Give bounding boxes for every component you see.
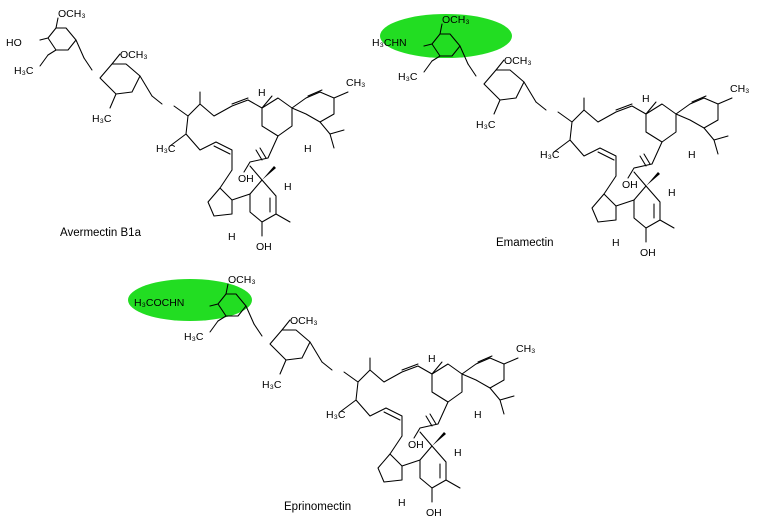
hydroxyl-label-a: OH bbox=[238, 173, 254, 185]
hydroxyl-label-b: OH bbox=[426, 507, 442, 519]
methyl-label-a: H₃C bbox=[184, 331, 204, 343]
methyl-label-left: H₃C bbox=[326, 409, 346, 421]
hydrogen-label-c: H bbox=[668, 187, 676, 199]
sugar-terminal-label: HO bbox=[6, 37, 22, 49]
hydrogen-label-a: H bbox=[642, 93, 650, 105]
methyl-label-left: H₃C bbox=[540, 149, 560, 161]
hydroxyl-label-b: OH bbox=[640, 247, 656, 259]
methoxy-label-top: OCH₃ bbox=[58, 8, 86, 20]
methoxy-label-mid: OCH₃ bbox=[504, 55, 532, 67]
hydroxyl-label-b: OH bbox=[256, 241, 272, 253]
methoxy-label-mid: OCH₃ bbox=[290, 315, 318, 327]
hydrogen-label-a: H bbox=[428, 353, 436, 365]
methyl-label-ring: CH₃ bbox=[516, 343, 535, 355]
caption-avermectin: Avermectin B1a bbox=[60, 227, 142, 239]
molecule-avermectin: HO OCH₃ H₃C OCH₃ H₃C CH₃ H H H₃C OH H H … bbox=[6, 8, 365, 253]
hydrogen-label-c: H bbox=[454, 447, 462, 459]
methyl-label-b: H₃C bbox=[262, 379, 282, 391]
hydroxyl-label-a: OH bbox=[408, 439, 424, 451]
methyl-label-ring: CH₃ bbox=[346, 77, 365, 89]
methoxy-label-top: OCH₃ bbox=[228, 274, 256, 286]
caption-emamectin: Emamectin bbox=[496, 237, 554, 249]
sugar-terminal-label: H₃CHN bbox=[372, 37, 407, 49]
methyl-label-b: H₃C bbox=[476, 119, 496, 131]
hydrogen-label-d: H bbox=[612, 237, 620, 249]
sugar-terminal-label: H₃COCHN bbox=[134, 297, 184, 309]
methyl-label-ring: CH₃ bbox=[730, 83, 749, 95]
methyl-label-left: H₃C bbox=[156, 143, 176, 155]
hydroxyl-label-a: OH bbox=[622, 179, 638, 191]
methyl-label-b: H₃C bbox=[92, 113, 112, 125]
methyl-label-a: H₃C bbox=[398, 71, 418, 83]
methoxy-label-top: OCH₃ bbox=[442, 14, 470, 26]
caption-eprinomectin: Eprinomectin bbox=[284, 501, 351, 513]
methoxy-label-mid: OCH₃ bbox=[120, 49, 148, 61]
highlight-ellipse bbox=[380, 14, 512, 58]
molecule-emamectin: H₃CHN OCH₃ H₃C OCH₃ H₃C CH₃ H H H₃C OH H… bbox=[372, 14, 749, 259]
hydrogen-label-b: H bbox=[474, 409, 482, 421]
emamectin-skeleton bbox=[423, 23, 733, 243]
hydrogen-label-b: H bbox=[304, 143, 312, 155]
methyl-label-a: H₃C bbox=[14, 65, 34, 77]
molecule-eprinomectin: H₃COCHN OCH₃ H₃C OCH₃ H₃C CH₃ H H H₃C OH… bbox=[128, 274, 535, 519]
highlight-ellipse bbox=[128, 279, 252, 321]
hydrogen-label-d: H bbox=[398, 497, 406, 509]
hydrogen-label-d: H bbox=[228, 231, 236, 243]
hydrogen-label-a: H bbox=[258, 87, 266, 99]
avermectin-skeleton bbox=[39, 17, 349, 237]
hydrogen-label-b: H bbox=[688, 149, 696, 161]
hydrogen-label-c: H bbox=[284, 181, 292, 193]
eprinomectin-skeleton bbox=[209, 283, 519, 503]
